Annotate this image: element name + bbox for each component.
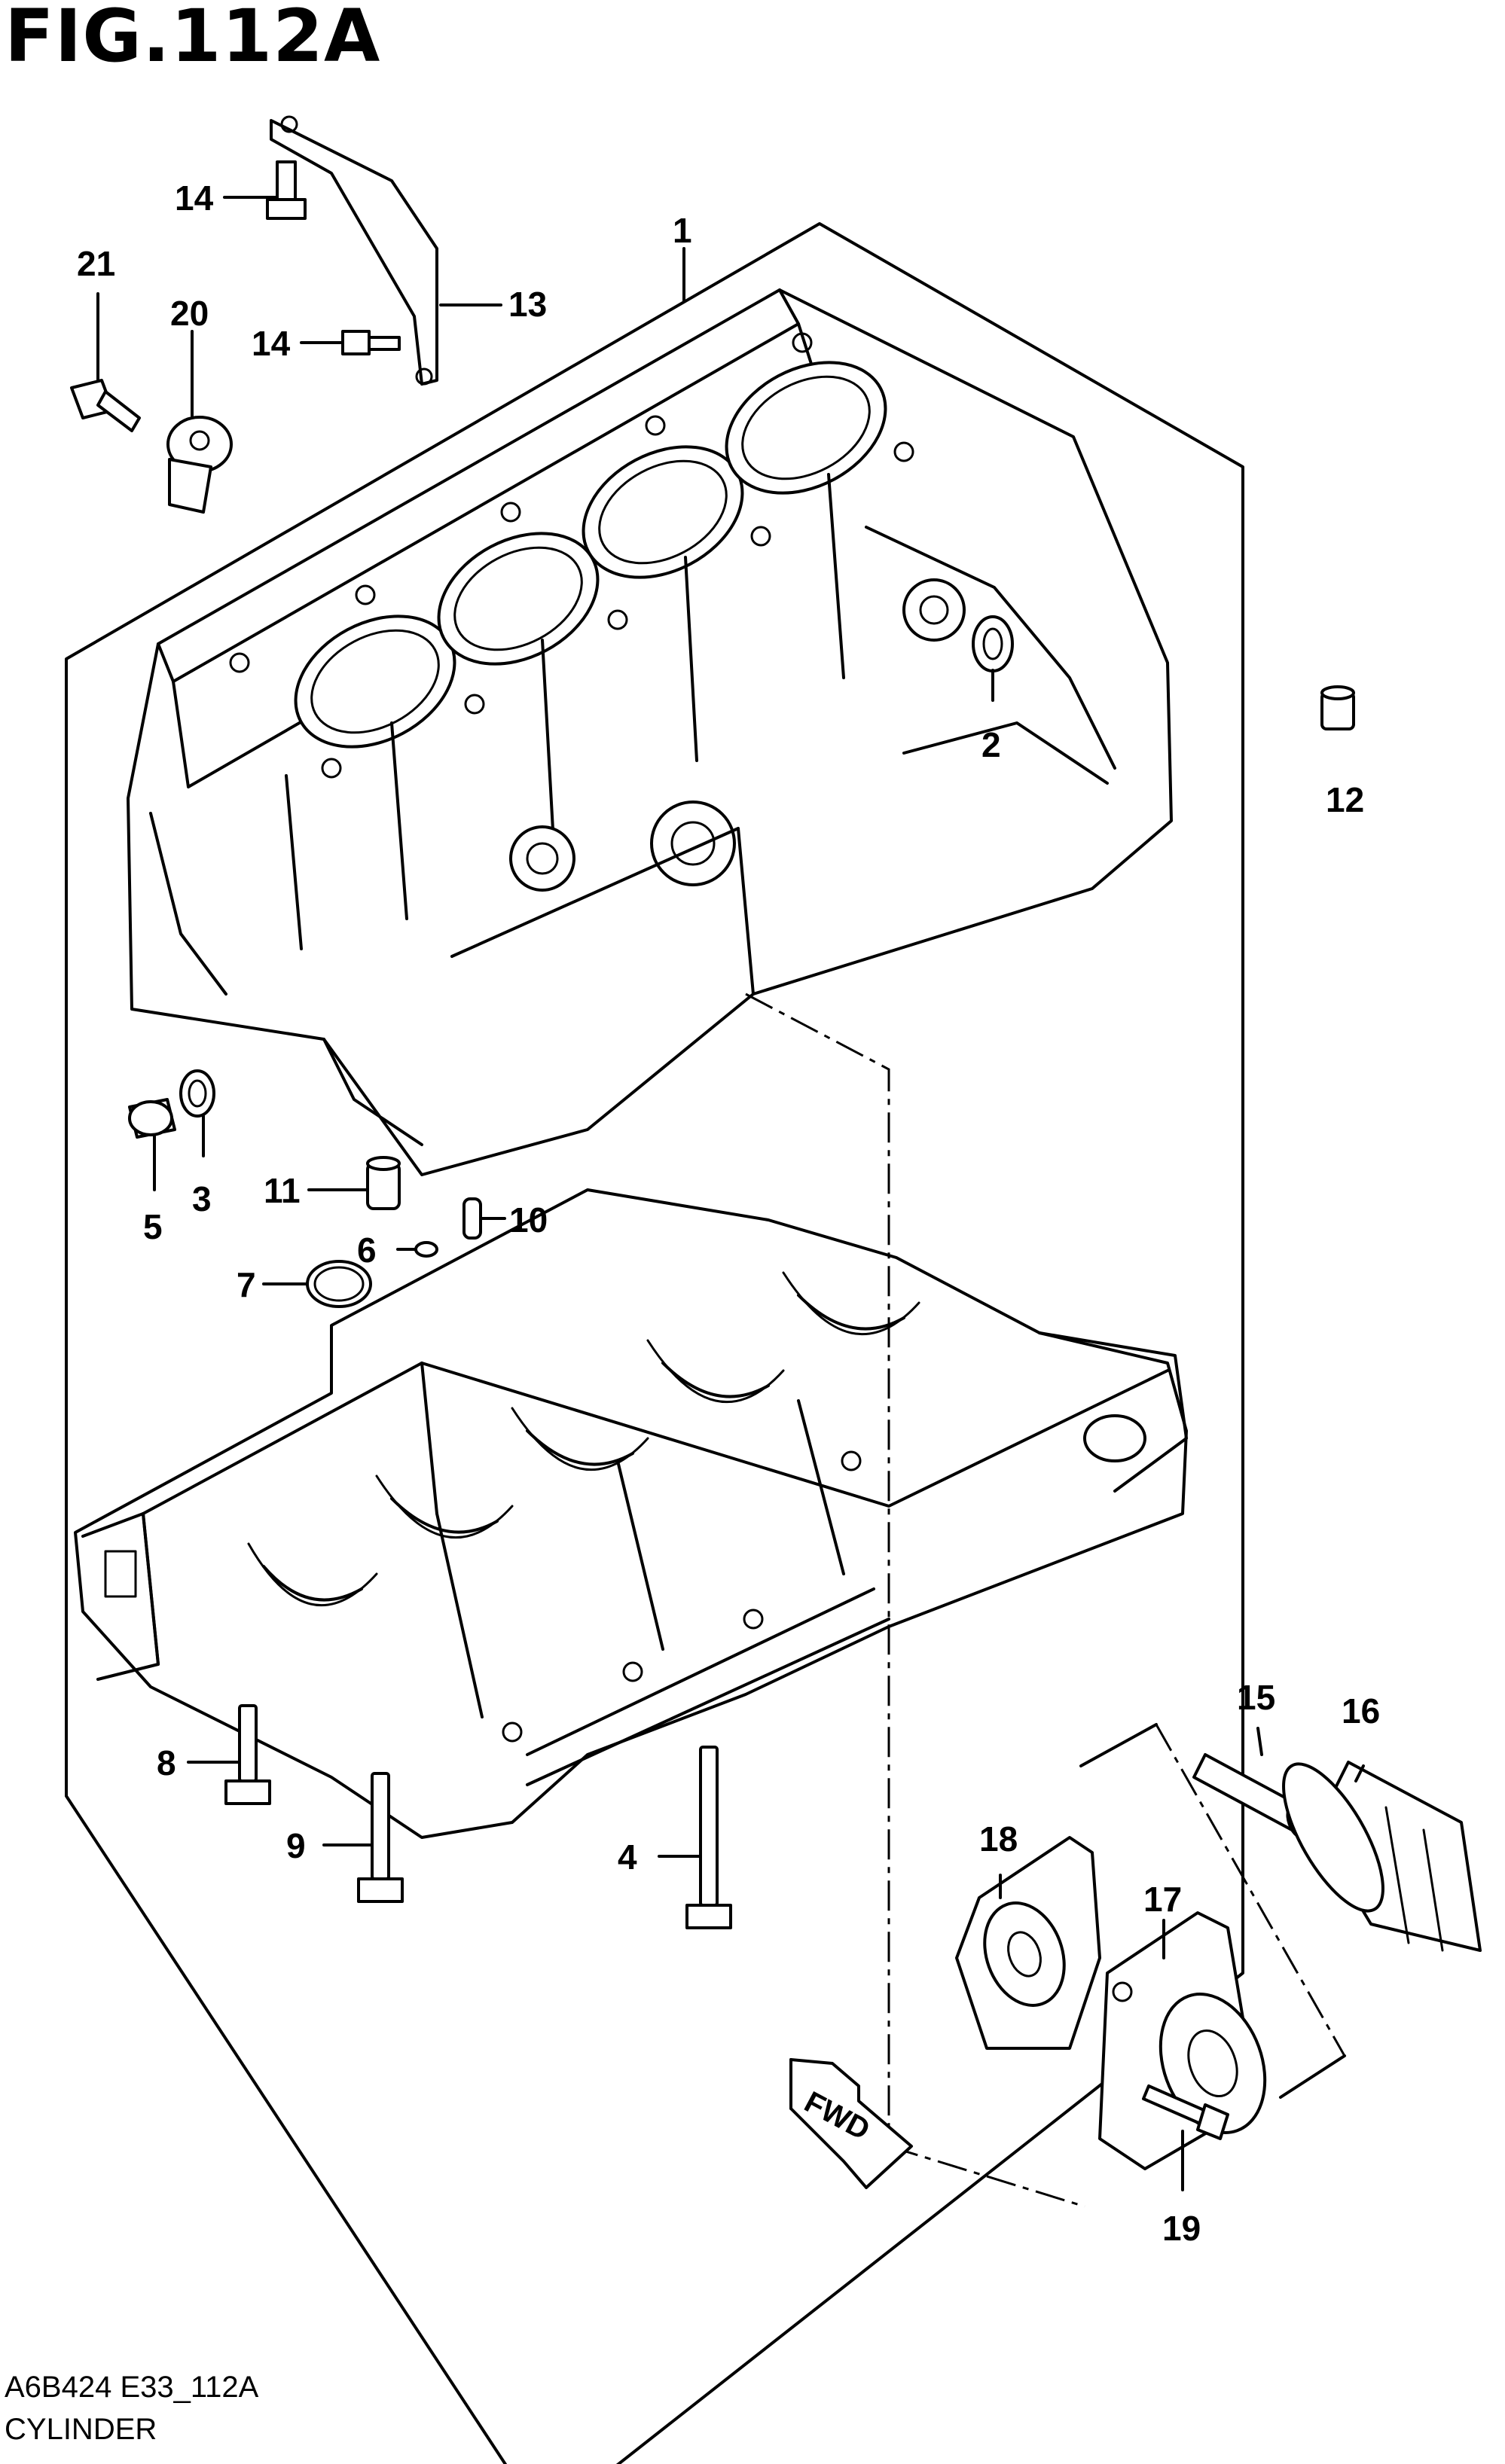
part-14-bolt-upper	[266, 160, 307, 220]
callout-5: 5	[143, 1207, 163, 1246]
part-4-bolt	[685, 1746, 732, 1929]
part-18-cover	[955, 1836, 1101, 2050]
callout-4: 4	[618, 1837, 637, 1877]
callout-9: 9	[286, 1826, 306, 1865]
part-8-bolt	[224, 1704, 271, 1805]
fwd-arrow: FWD	[789, 2058, 913, 2189]
callout-12: 12	[1326, 780, 1364, 819]
part-11-sleeve	[366, 1156, 401, 1210]
callout-leaders	[96, 196, 1365, 2191]
callout-3: 3	[192, 1179, 212, 1218]
callout-11: 11	[264, 1171, 301, 1210]
part-16-oil-filter	[1282, 1761, 1482, 1952]
callout-7: 7	[237, 1265, 256, 1304]
cylinder-block-upper	[127, 288, 1173, 1176]
callout-13: 13	[508, 285, 547, 324]
part-2-plug	[972, 615, 1014, 672]
leader-line-block	[745, 993, 890, 2146]
callout-1: 1	[673, 211, 692, 250]
part-5-plug	[128, 1098, 176, 1139]
callout-17: 17	[1143, 1880, 1182, 1919]
part-19-bolt	[1142, 2084, 1229, 2140]
callout-18: 18	[979, 1819, 1018, 1859]
callouts: 1 2 3 4 5 6 7 8 9 10 11 12 13 14 14 15 1…	[77, 178, 1380, 2248]
callout-20: 20	[170, 294, 209, 333]
figure-name: CYLINDER	[5, 2413, 157, 2446]
part-9-bolt	[357, 1772, 404, 1903]
part-17-housing	[1098, 1911, 1267, 2170]
leader-line-pump	[888, 2145, 1085, 2208]
callout-10: 10	[509, 1200, 548, 1240]
figure-code: A6B424 E33_112A	[5, 2371, 259, 2404]
part-13-bracket	[270, 115, 438, 386]
callout-21: 21	[77, 244, 115, 283]
callout-8: 8	[157, 1743, 176, 1782]
part-12-dowel	[1320, 685, 1355, 730]
part-6-oring	[414, 1241, 438, 1258]
callout-19: 19	[1162, 2209, 1201, 2248]
figure-title: FIG.112A	[5, 0, 381, 78]
crankcase-lower	[74, 1188, 1188, 1839]
callout-14-lower: 14	[252, 324, 291, 363]
part-10-pin	[462, 1197, 482, 1240]
callout-2: 2	[981, 725, 1001, 764]
callout-6: 6	[357, 1230, 377, 1270]
assembly-outline	[65, 222, 1244, 2464]
part-21-bolt	[70, 379, 141, 432]
leader-line-filter	[1155, 1724, 1346, 2057]
part-3-washer	[179, 1069, 215, 1118]
callout-14-upper: 14	[175, 178, 214, 218]
part-20-knock-sensor	[166, 416, 233, 514]
filter-bracket-line	[1079, 1723, 1346, 2099]
callout-15: 15	[1237, 1678, 1275, 1717]
part-14-bolt-lower	[341, 330, 401, 355]
callout-16: 16	[1342, 1691, 1380, 1731]
